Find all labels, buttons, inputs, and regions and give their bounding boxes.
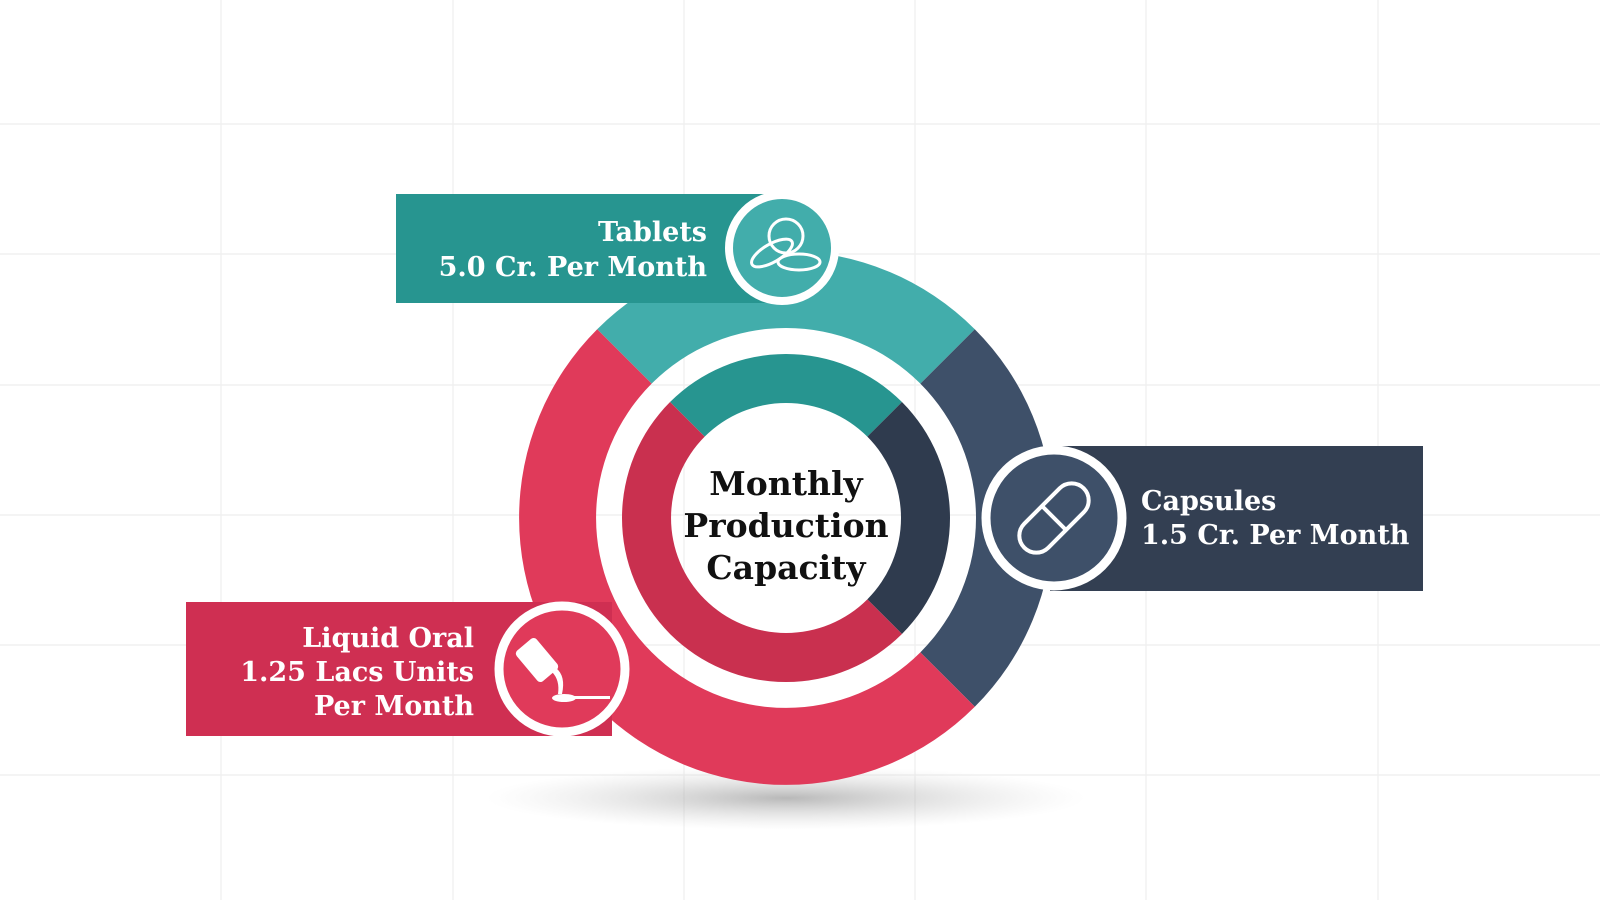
liquid-oral-icon-badge <box>494 601 630 737</box>
liquid-oral-period: Per Month <box>314 691 474 722</box>
inner-segment-liquid-oral <box>622 402 902 682</box>
capsule-icon <box>1017 481 1091 555</box>
liquid-oral-callout: Liquid Oral 1.25 Lacs Units Per Month <box>186 601 630 737</box>
outer-segment-liquid-oral <box>519 329 975 785</box>
tablets-banner <box>396 194 782 303</box>
inner-segment-capsules <box>867 402 951 634</box>
capsules-callout: Capsules 1.5 Cr. Per Month <box>981 445 1423 591</box>
tablets-value: 5.0 Cr. Per Month <box>439 252 708 283</box>
liquid-bottle-spoon-icon <box>515 637 610 702</box>
center-title-line1: Monthly <box>709 464 863 503</box>
liquid-oral-value: 1.25 Lacs Units <box>240 657 474 688</box>
liquid-oral-label: Liquid Oral <box>302 623 474 654</box>
inner-segment-tablets <box>670 354 902 437</box>
capsules-label: Capsules <box>1141 486 1276 517</box>
center-title: Monthly Production Capacity <box>683 464 888 587</box>
center-title-line2: Production <box>683 506 888 545</box>
ring-shadow <box>486 766 1086 830</box>
tablets-icon-badge <box>725 191 839 305</box>
center-title-line3: Capacity <box>706 548 866 587</box>
tablets-callout: Tablets 5.0 Cr. Per Month <box>396 191 839 305</box>
capsules-value: 1.5 Cr. Per Month <box>1141 520 1410 551</box>
tablets-icon <box>750 217 822 272</box>
tablets-label: Tablets <box>598 217 707 248</box>
